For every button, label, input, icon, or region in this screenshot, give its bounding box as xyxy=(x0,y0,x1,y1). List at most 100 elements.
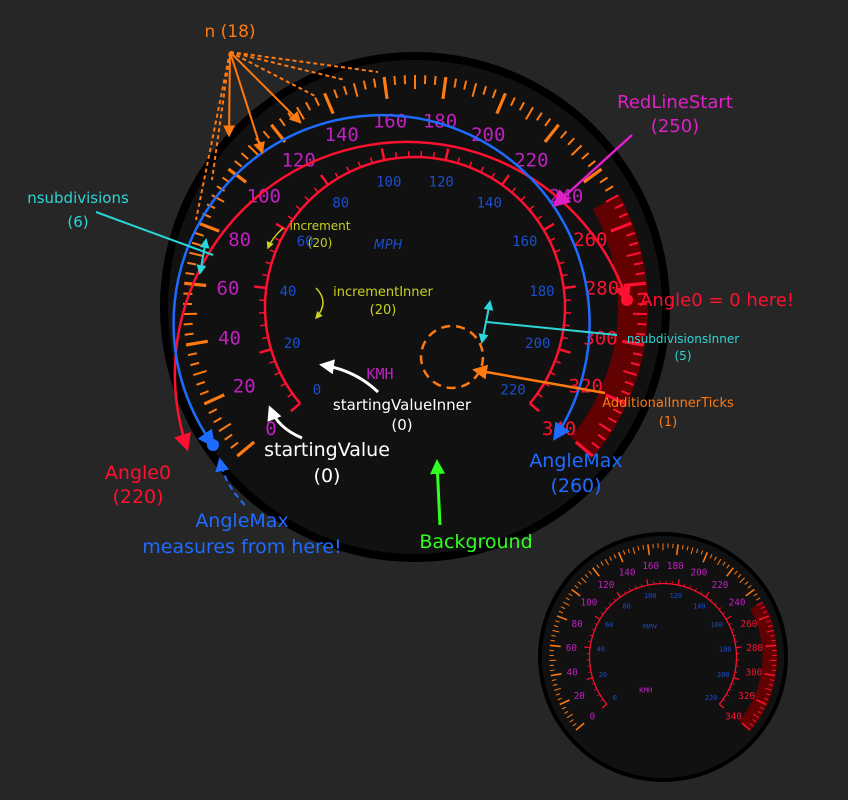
main-outer-label: 180 xyxy=(423,111,457,133)
main-inner-tick xyxy=(490,172,496,179)
small-inner-tick xyxy=(591,683,595,685)
small-redline-band xyxy=(739,601,778,731)
starting-value-title: startingValue xyxy=(264,439,390,461)
small-outer-tick xyxy=(696,548,699,554)
small-outer-tick xyxy=(647,544,651,556)
nsubdivisions-double-arrow xyxy=(196,238,210,275)
main-inner-tick xyxy=(295,205,302,211)
anglemax-value: (260) xyxy=(550,475,601,497)
small-inner-tick xyxy=(604,607,608,610)
main-outer-tick xyxy=(433,75,437,85)
small-inner-label: 120 xyxy=(670,592,682,600)
redline-arrow xyxy=(552,134,633,208)
main-outer-tick xyxy=(618,212,628,219)
small-inner-tick xyxy=(718,703,725,709)
small-outer-tick xyxy=(753,593,758,597)
main-inner-tick xyxy=(563,285,576,290)
main-outer-tick xyxy=(636,332,646,336)
small-inner-tick xyxy=(588,640,592,643)
small-outer-tick xyxy=(584,573,589,578)
small-outer-tick xyxy=(596,564,600,569)
small-outer-tick xyxy=(745,588,755,597)
small-outer-tick xyxy=(551,634,556,637)
small-inner-tick xyxy=(694,588,697,592)
increment-inner-value: (20) xyxy=(370,303,397,318)
main-outer-tick xyxy=(623,281,646,288)
small-outer-tick xyxy=(744,581,749,585)
main-outer-tick xyxy=(362,80,367,90)
small-outer-label: 280 xyxy=(746,643,763,654)
small-outer-tick xyxy=(716,558,722,566)
main-inner-tick xyxy=(558,261,565,265)
small-outer-tick xyxy=(756,601,763,606)
increment-inner-arrow xyxy=(315,287,324,320)
main-outer-tick xyxy=(234,160,243,168)
small-inner-tick xyxy=(596,694,600,697)
small-inner-label: 160 xyxy=(711,621,723,629)
main-outer-tick xyxy=(559,130,568,139)
small-outer-tick xyxy=(741,722,751,731)
anglemax-note-arrow xyxy=(215,457,246,506)
small-inner-tick xyxy=(586,677,593,680)
small-outer-tick xyxy=(734,570,738,575)
additional-inner-ticks-arrow xyxy=(472,364,606,395)
small-outer-tick xyxy=(557,697,562,701)
main-inner-label: 180 xyxy=(529,284,554,300)
small-outer-tick xyxy=(764,673,776,677)
main-inner-tick xyxy=(262,273,269,277)
small-outer-tick xyxy=(627,548,630,554)
small-inner-tick xyxy=(594,615,601,620)
main-outer-tick xyxy=(393,75,397,85)
main-outer-tick xyxy=(610,221,632,233)
main-inner-tick xyxy=(432,152,436,159)
anglemax-note-sub: measures from here! xyxy=(142,536,342,558)
nsubdivisions-inner-title: nsubdivisionsInner xyxy=(627,332,739,346)
main-inner-tick xyxy=(528,205,535,211)
main-outer-tick xyxy=(206,203,216,210)
main-inner-label: 160 xyxy=(512,234,537,250)
starting-value-value: (0) xyxy=(314,465,341,487)
small-outer-label: 320 xyxy=(738,691,755,702)
main-inner-tick xyxy=(269,249,276,253)
small-outer-tick xyxy=(709,554,713,559)
small-inner-tick xyxy=(718,607,722,610)
main-inner-tick xyxy=(334,172,340,179)
small-outer-tick xyxy=(722,561,726,566)
small-inner-tick xyxy=(728,622,732,625)
main-outer-tick xyxy=(183,322,193,326)
small-outer-label: 260 xyxy=(741,619,758,630)
main-outer-tick xyxy=(372,78,377,88)
small-outer-tick xyxy=(613,554,617,559)
starting-value-arrow xyxy=(267,405,303,440)
small-outer-label: 300 xyxy=(745,667,762,678)
small-inner-tick xyxy=(677,579,680,586)
small-outer-label: 220 xyxy=(712,580,729,591)
main-outer-label: 80 xyxy=(228,229,251,251)
background-arrow xyxy=(430,459,446,526)
small-outer-tick xyxy=(713,556,717,561)
small-unit-inner: MPH xyxy=(643,623,657,631)
increment-arrow xyxy=(266,227,284,250)
small-inner-label: 60 xyxy=(605,621,613,629)
angle0-zero-label: Angle0 = 0 here! xyxy=(640,290,794,311)
main-inner-tick xyxy=(554,249,561,253)
main-inner-tick xyxy=(320,174,330,186)
small-inner-tick xyxy=(600,699,604,702)
main-outer-label: 140 xyxy=(325,124,359,146)
small-outer-tick xyxy=(622,550,626,555)
small-inner-tick xyxy=(710,598,713,602)
n-label: n (18) xyxy=(204,22,255,42)
nsubdivisions-inner-value: (5) xyxy=(675,349,692,363)
main-outer-tick xyxy=(323,92,335,115)
main-inner-tick xyxy=(549,237,556,242)
small-inner-tick xyxy=(600,612,604,615)
main-outer-tick xyxy=(227,167,248,184)
small-outer-tick xyxy=(749,723,754,727)
small-inner-tick xyxy=(589,634,593,637)
main-outer-tick xyxy=(605,194,619,203)
small-inner-label: 0 xyxy=(613,694,617,702)
small-outer-label: 340 xyxy=(725,712,742,723)
main-inner-tick xyxy=(543,222,555,232)
main-inner-tick xyxy=(520,195,526,202)
